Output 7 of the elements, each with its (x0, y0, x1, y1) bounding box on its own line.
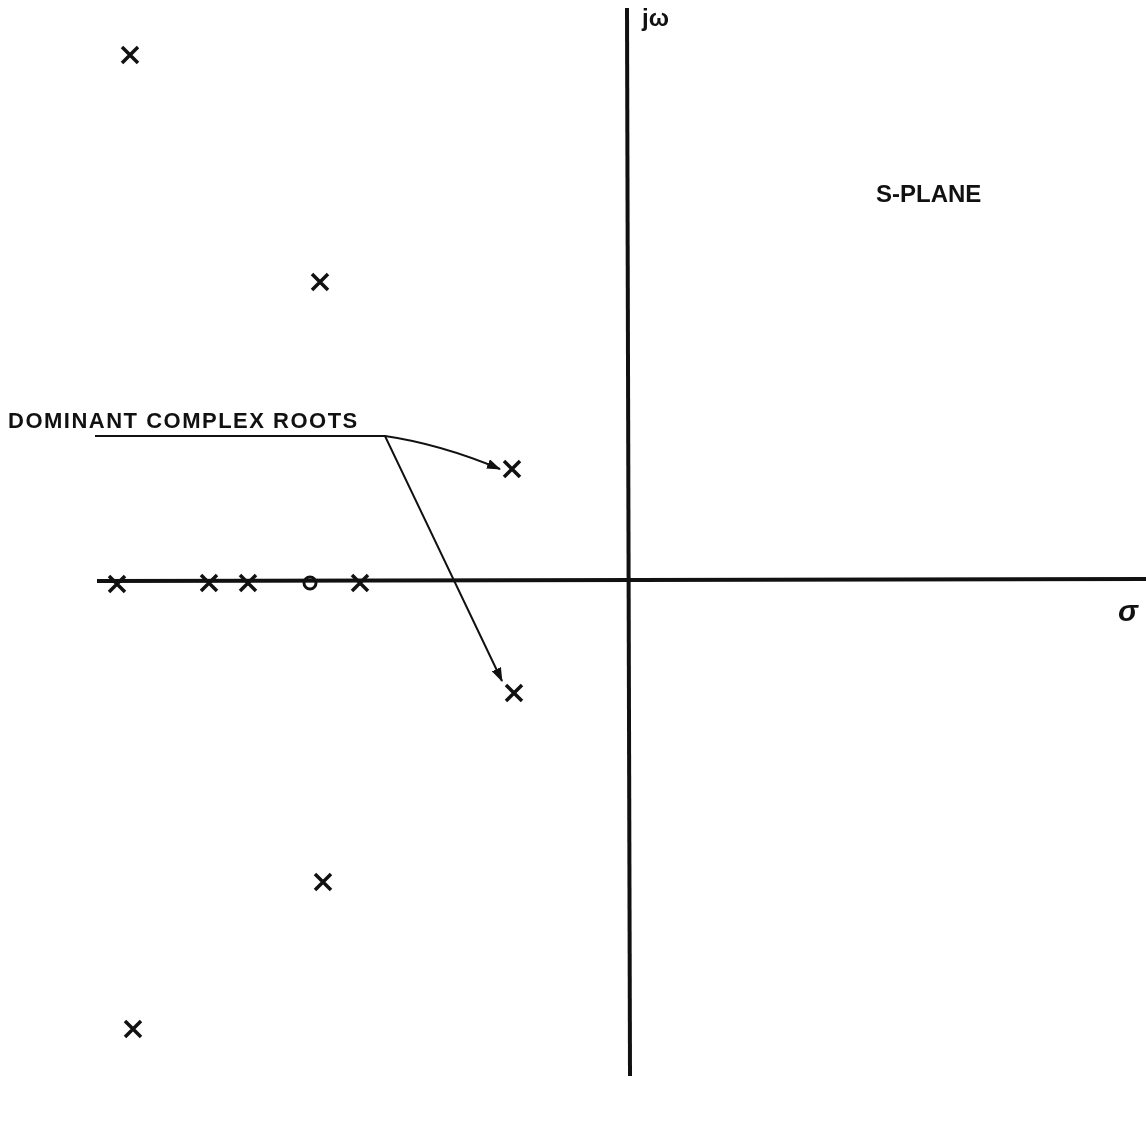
pole-mark (502, 681, 526, 705)
pole-mark (500, 457, 524, 481)
axis-label: jω (642, 4, 669, 32)
leader-arrow (94, 435, 503, 682)
plane-label: S-PLANE (876, 180, 982, 208)
axis-label: σ (1118, 594, 1138, 628)
annotation-text: DOMINANT COMPLEX ROOTS (8, 408, 508, 436)
